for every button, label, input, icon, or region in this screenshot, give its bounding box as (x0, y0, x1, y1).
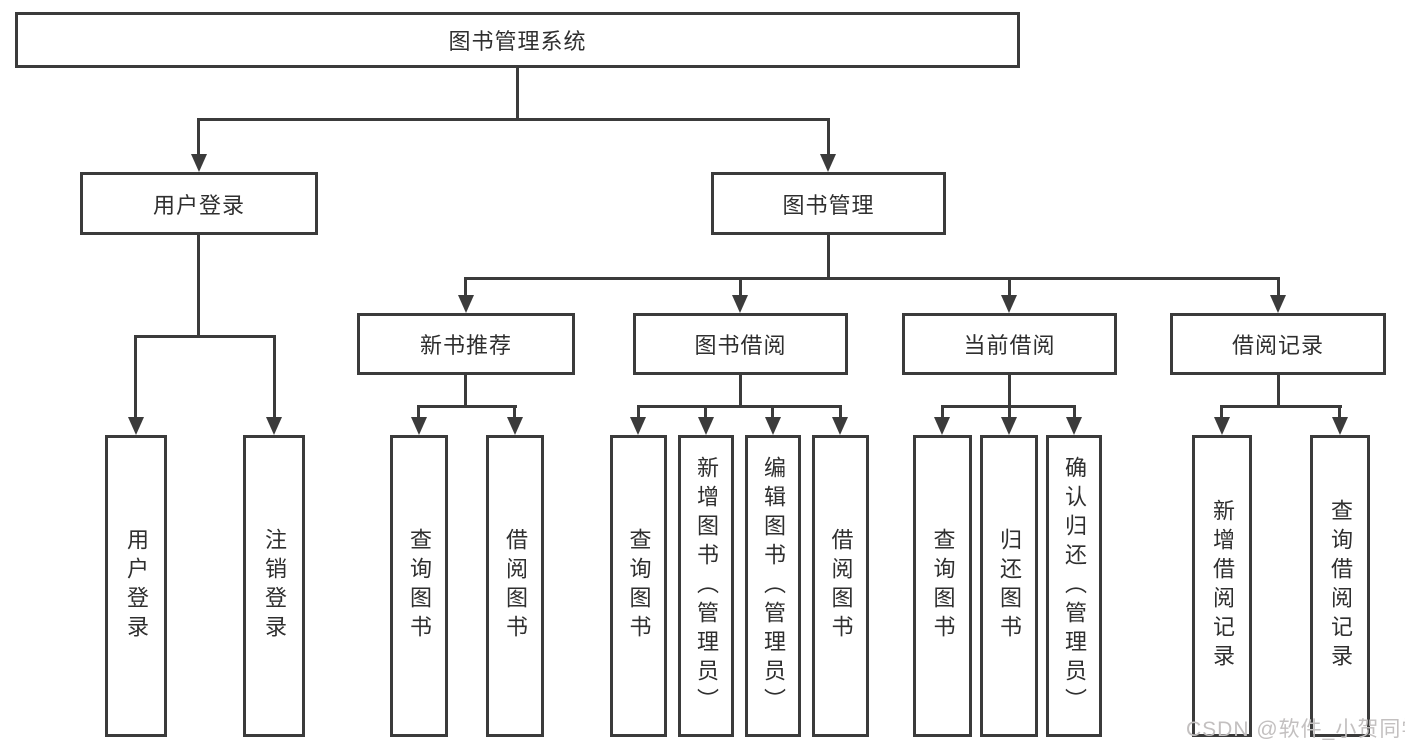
connector-current-stem (1008, 375, 1011, 408)
connector-leaf-drop (1008, 407, 1011, 419)
leaf-label: 借阅图书 (828, 528, 854, 644)
connector-root-hline (197, 118, 830, 121)
connector-root-stem (516, 68, 519, 121)
connector-leaf-drop (941, 407, 944, 419)
leaf-logout: 注销登录 (243, 435, 305, 737)
connector-leaf-drop (134, 337, 137, 419)
connector-login-drop (197, 120, 200, 156)
connector-leaf-drop (1073, 407, 1076, 419)
leaf-confirm-return-admin: 确认归还（管理员） (1046, 435, 1102, 737)
connector-login-stem (197, 235, 200, 338)
leaf-label: 用户登录 (124, 528, 149, 644)
connector-leaf-drop (273, 337, 276, 419)
leaf-borrow-book-1: 借阅图书 (486, 435, 544, 737)
arrow-down-icon (191, 154, 207, 172)
connector-mgmt-drop (827, 120, 830, 156)
arrow-down-icon (1214, 417, 1230, 435)
leaf-label: 新增借阅记录 (1210, 499, 1235, 673)
node-current-borrow: 当前借阅 (902, 313, 1117, 375)
leaf-label: 确认归还（管理员） (1062, 455, 1087, 717)
connector-mgmt-stem (827, 235, 830, 280)
connector-record-stem (1277, 375, 1280, 408)
connector-leaf-drop (417, 407, 420, 419)
arrow-down-icon (934, 417, 950, 435)
node-label: 当前借阅 (963, 333, 1056, 358)
arrow-down-icon (458, 295, 474, 313)
connector-l3-drop (739, 279, 742, 297)
leaf-label: 查询图书 (930, 528, 956, 644)
node-label: 用户登录 (152, 192, 245, 218)
arrow-down-icon (411, 417, 427, 435)
connector-newbook-stem (464, 375, 467, 408)
leaf-label: 归还图书 (997, 528, 1022, 644)
csdn-watermark: CSDN @软件_小贺同学 (1186, 718, 1405, 741)
leaf-label: 借阅图书 (503, 528, 528, 644)
connector-borrow-stem (739, 375, 742, 408)
leaf-add-book-admin: 新增图书（管理员） (678, 435, 734, 737)
leaf-label: 查询图书 (626, 528, 652, 644)
leaf-label: 注销登录 (262, 528, 287, 644)
arrow-down-icon (1066, 417, 1082, 435)
arrow-down-icon (832, 417, 848, 435)
node-label: 借阅记录 (1231, 333, 1324, 358)
connector-mgmt-hline (464, 277, 1280, 280)
leaf-query-book-1: 查询图书 (390, 435, 448, 737)
leaf-label: 新增图书（管理员） (694, 455, 719, 717)
connector-borrow-hline (637, 405, 842, 408)
leaf-label: 编辑图书（管理员） (761, 455, 786, 717)
leaf-label: 查询图书 (407, 528, 432, 644)
leaf-edit-book-admin: 编辑图书（管理员） (745, 435, 801, 737)
node-book-management: 图书管理 (711, 172, 946, 235)
connector-login-hline (134, 335, 276, 338)
arrow-down-icon (1332, 417, 1348, 435)
leaf-add-borrow-record: 新增借阅记录 (1192, 435, 1252, 737)
arrow-down-icon (732, 295, 748, 313)
arrow-down-icon (507, 417, 523, 435)
connector-leaf-drop (771, 407, 774, 419)
leaf-query-book-2: 查询图书 (610, 435, 667, 737)
leaf-query-borrow-record: 查询借阅记录 (1310, 435, 1370, 737)
node-root: 图书管理系统 (15, 12, 1020, 68)
leaf-query-book-3: 查询图书 (913, 435, 972, 737)
node-label: 图书借阅 (694, 333, 787, 358)
arrow-down-icon (698, 417, 714, 435)
node-new-book-recommend: 新书推荐 (357, 313, 575, 375)
arrow-down-icon (820, 154, 836, 172)
node-label: 新书推荐 (419, 333, 512, 358)
connector-newbook-hline (417, 405, 517, 408)
arrow-down-icon (1270, 295, 1286, 313)
connector-l3-drop (1277, 279, 1280, 297)
connector-leaf-drop (704, 407, 707, 419)
arrow-down-icon (1001, 417, 1017, 435)
leaf-borrow-book-2: 借阅图书 (812, 435, 869, 737)
arrow-down-icon (266, 417, 282, 435)
connector-leaf-drop (1338, 407, 1341, 419)
connector-leaf-drop (1220, 407, 1223, 419)
leaf-user-login: 用户登录 (105, 435, 167, 737)
arrow-down-icon (765, 417, 781, 435)
connector-l3-drop (1008, 279, 1011, 297)
arrow-down-icon (128, 417, 144, 435)
node-root-label: 图书管理系统 (448, 29, 587, 54)
leaf-label: 查询借阅记录 (1328, 499, 1353, 673)
node-user-login: 用户登录 (80, 172, 318, 235)
node-book-borrow: 图书借阅 (633, 313, 848, 375)
connector-current-hline (941, 405, 1076, 408)
connector-leaf-drop (637, 407, 640, 419)
arrow-down-icon (630, 417, 646, 435)
connector-record-hline (1220, 405, 1342, 408)
node-label: 图书管理 (782, 192, 875, 218)
connector-l3-drop (464, 279, 467, 297)
connector-leaf-drop (513, 407, 516, 419)
arrow-down-icon (1001, 295, 1017, 313)
connector-leaf-drop (839, 407, 842, 419)
node-borrow-record: 借阅记录 (1170, 313, 1386, 375)
leaf-return-book: 归还图书 (980, 435, 1038, 737)
